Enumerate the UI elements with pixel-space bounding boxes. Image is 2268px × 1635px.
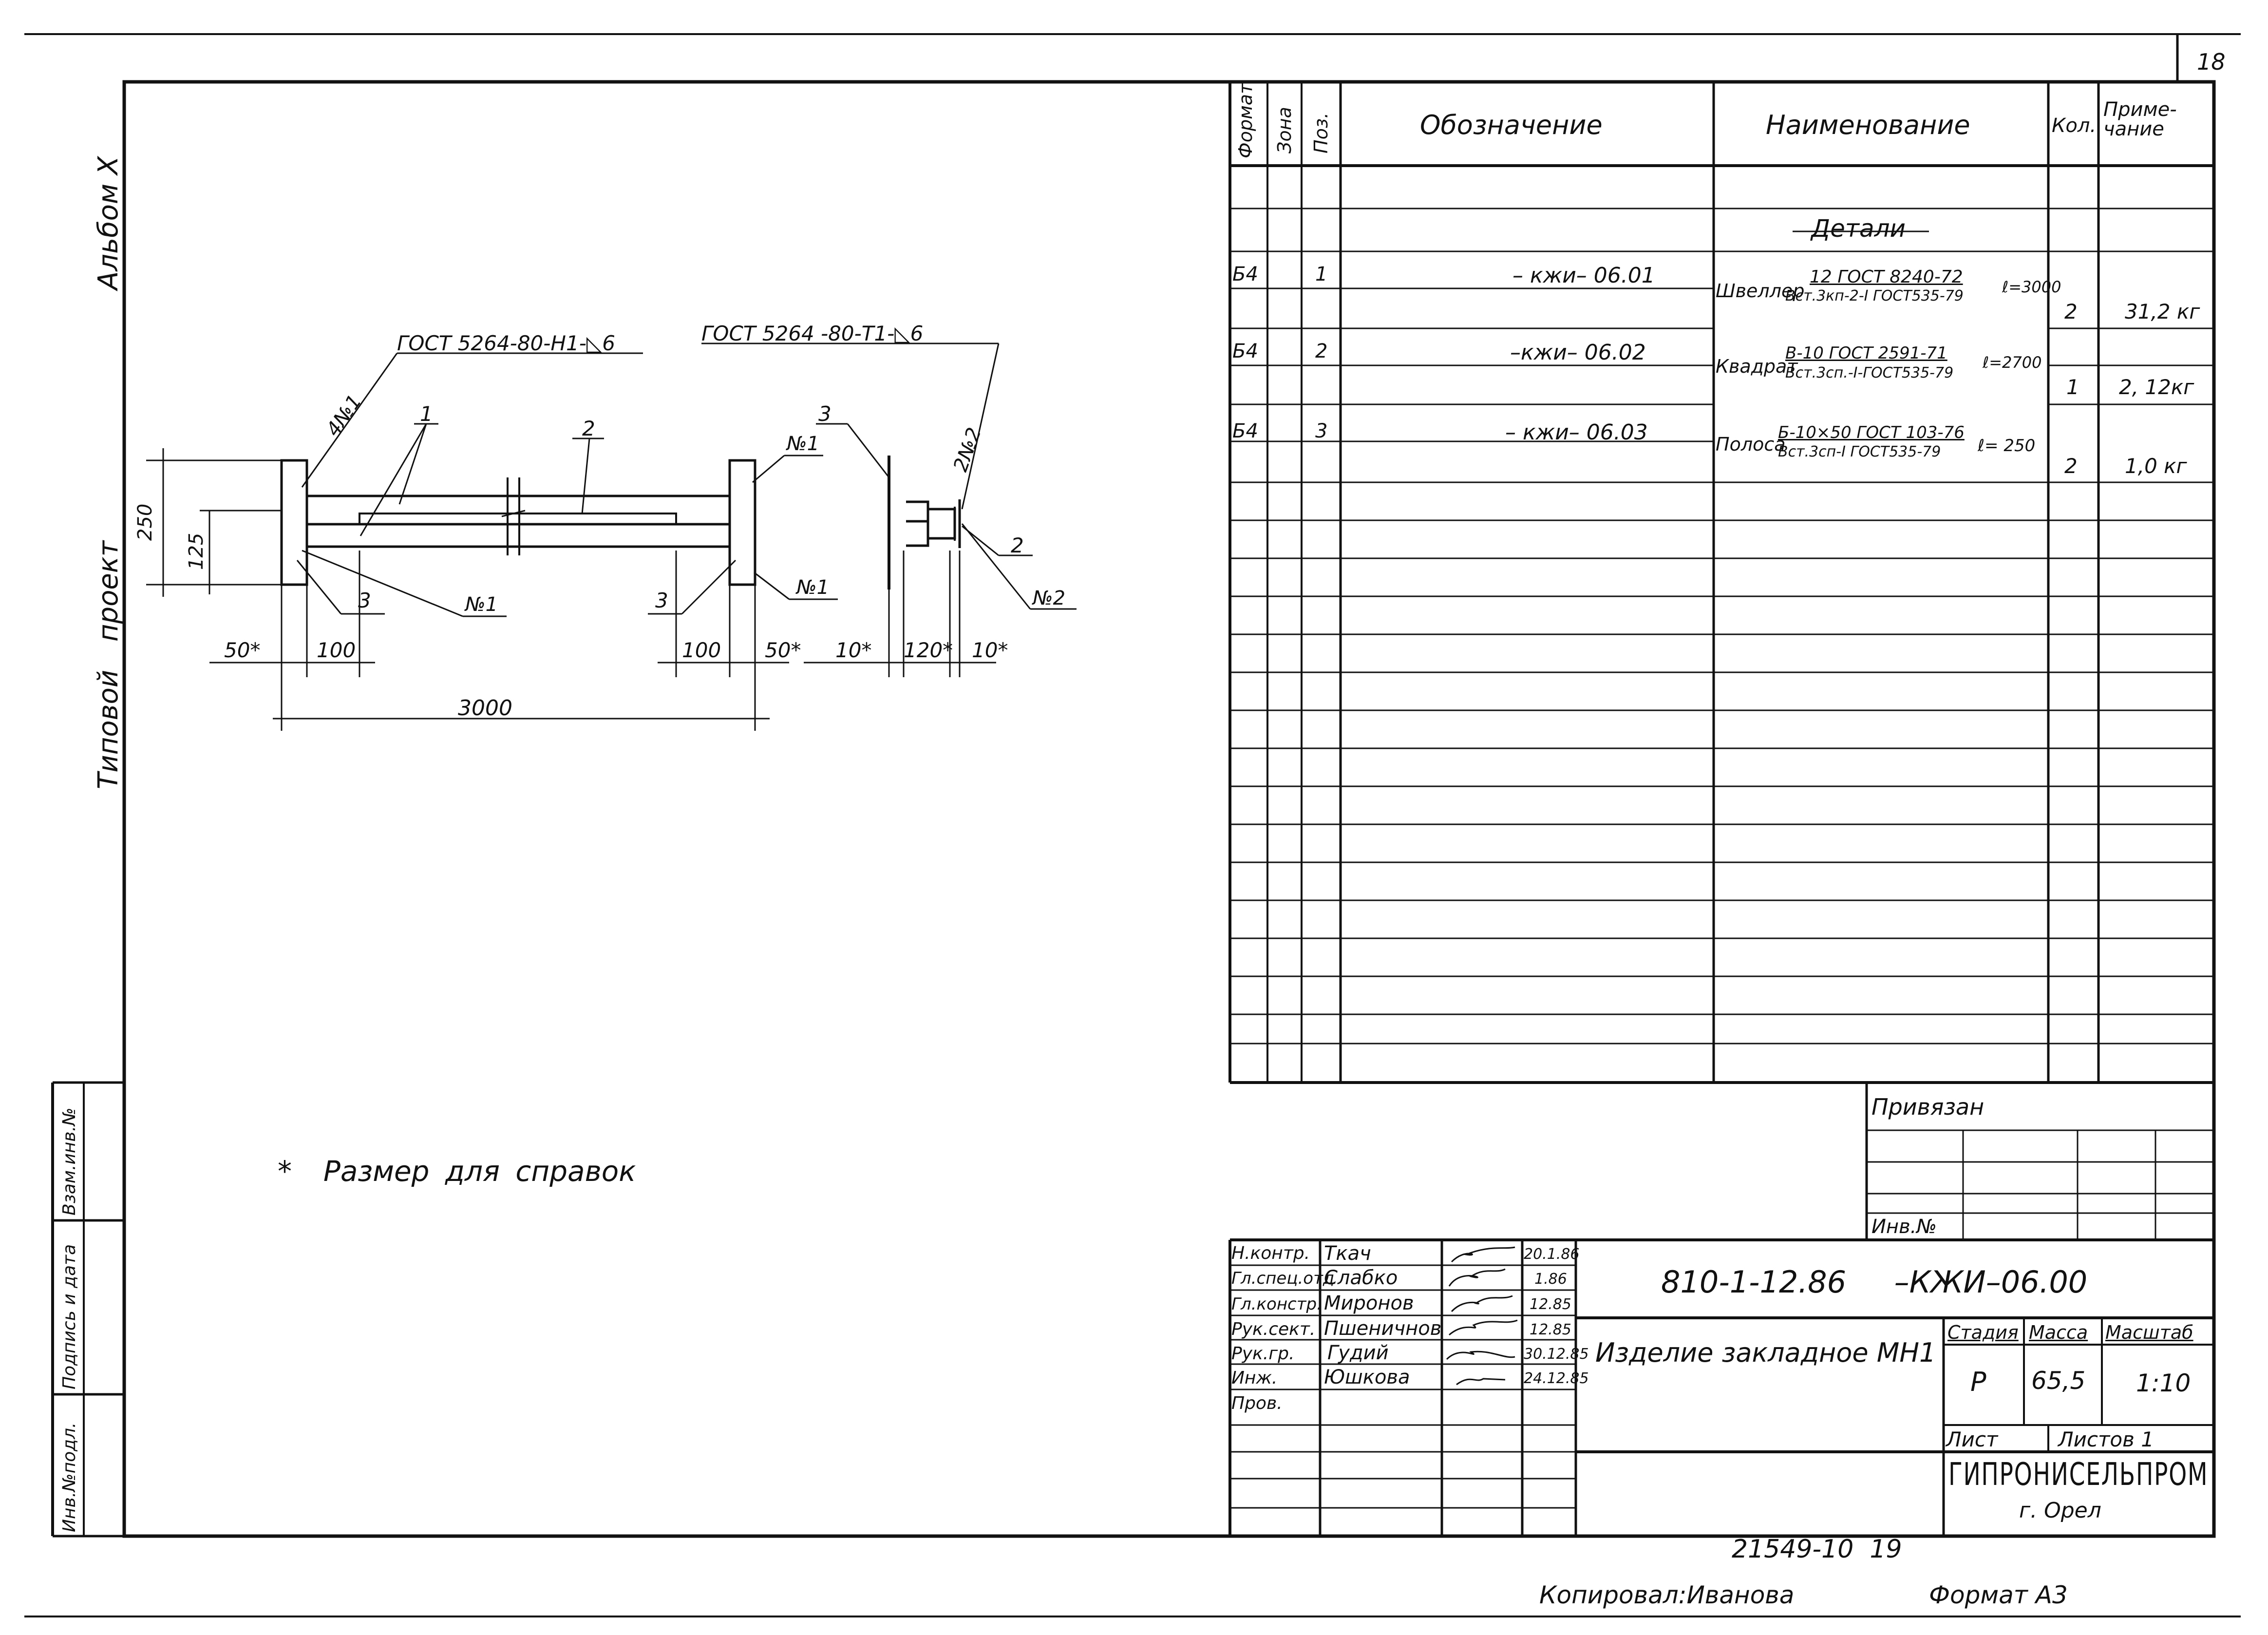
signer-1-date: 20.1.86 — [1524, 1246, 1580, 1263]
row2-pos: 2 — [1315, 340, 1328, 362]
row1-note: 31,2 кг — [2125, 300, 2200, 323]
signer-3-name: Миронов — [1324, 1292, 1414, 1314]
privyazan-inv: Инв.№ — [1871, 1216, 1937, 1238]
organization-city: г. Орел — [2019, 1498, 2101, 1523]
mass-value: 65,5 — [2031, 1367, 2086, 1395]
node-label-left: №1 — [465, 593, 498, 616]
signer-4-role: Рук.сект. — [1231, 1319, 1316, 1339]
pos-label-2-section: 2 — [1011, 533, 1024, 557]
row3-format: Б4 — [1232, 420, 1258, 442]
scale-label: Масштаб — [2105, 1322, 2193, 1343]
signer-2-name: Слабко — [1324, 1267, 1398, 1289]
stage-value: Р — [1970, 1367, 1986, 1397]
dim-120: 120* — [904, 638, 953, 662]
signer-6-name: Юшкова — [1324, 1366, 1410, 1388]
copied-by: Копировал:Иванова — [1539, 1581, 1795, 1609]
reference-note: * Размер для справок — [278, 1155, 636, 1188]
row2-name-bottom: Вст.3сп.-I-ГОСТ535-79 — [1785, 364, 1954, 381]
row1-name-prefix: Швеллер — [1716, 280, 1805, 302]
row1-qty: 2 — [2064, 300, 2078, 323]
row3-pos: 3 — [1315, 420, 1328, 442]
col-header-designation: Обозначение — [1420, 110, 1603, 140]
dim-10-right: 10* — [972, 638, 1008, 662]
node-label-right: №1 — [796, 576, 830, 599]
col-header-name: Наименование — [1766, 110, 1970, 140]
sheet-label: Лист — [1946, 1427, 1998, 1451]
page-number: 18 — [2197, 49, 2226, 75]
pos-label-2: 2 — [582, 417, 595, 440]
dim-50-left: 50* — [224, 638, 261, 662]
col-header-qty: Кол. — [2052, 114, 2097, 137]
row1-name-top: 12 ГОСТ 8240-72 — [1810, 267, 1963, 287]
row2-name-top: В-10 ГОСТ 2591-71 — [1785, 343, 1947, 363]
dim-50-right: 50* — [765, 638, 801, 662]
row1-name-bottom: Вст.3кп-2-I ГОСТ535-79 — [1785, 287, 1964, 304]
dim-100-left: 100 — [317, 638, 356, 662]
stage-label: Стадия — [1947, 1322, 2019, 1343]
document-code: 810-1-12.86 –КЖИ–06.00 — [1661, 1264, 2088, 1300]
row1-pos: 1 — [1315, 263, 1328, 285]
col-header-note: Приме-чание — [2103, 98, 2177, 140]
organization-name: ГИПРОНИСЕЛЬПРОМ — [1948, 1457, 2209, 1493]
signer-5-role: Рук.гр. — [1231, 1344, 1295, 1364]
signer-4-date: 12.85 — [1530, 1321, 1571, 1338]
dim-10-left: 10* — [835, 638, 872, 662]
item-name: Изделие закладное МН1 — [1595, 1337, 1936, 1368]
row2-name-prefix: Квадрат — [1716, 356, 1798, 377]
weld-label-right: ГОСТ 5264 -80-Т1-◺6 — [701, 322, 924, 345]
footer-number: 21549-10 19 — [1732, 1535, 1902, 1564]
node-label-top-right: №1 — [787, 433, 820, 455]
row3-name-suffix: ℓ= 250 — [1978, 436, 2036, 456]
row3-name-bottom: Вст.3сп-I ГОСТ535-79 — [1778, 443, 1941, 460]
pos-label-1: 1 — [420, 402, 433, 426]
row1-format: Б4 — [1232, 263, 1258, 285]
assembly-drawing — [146, 342, 1077, 731]
pos-label-3-section: 3 — [818, 402, 832, 426]
pos-label-3-left: 3 — [358, 589, 371, 612]
signer-5-date: 30.12.85 — [1524, 1346, 1589, 1363]
signer-1-name: Ткач — [1324, 1242, 1371, 1265]
signer-4-name: Пшеничнов — [1324, 1317, 1442, 1340]
row3-note: 1,0 кг — [2125, 454, 2187, 478]
pos-label-3-right: 3 — [655, 589, 668, 612]
weld-label-left: ГОСТ 5264-80-Н1-◺6 — [397, 331, 615, 355]
format-label: Формат А3 — [1929, 1581, 2068, 1609]
row2-designation: –кжи– 06.02 — [1510, 340, 1646, 365]
signer-3-date: 12.85 — [1530, 1296, 1571, 1313]
node-label-section: №2 — [1033, 587, 1066, 609]
row1-designation: – кжи– 06.01 — [1512, 263, 1655, 288]
row3-name-top: Б-10×50 ГОСТ 103-76 — [1778, 423, 1965, 442]
signer-2-date: 1.86 — [1534, 1271, 1567, 1288]
row2-name-suffix: ℓ=2700 — [1983, 353, 2042, 372]
signer-5-name: Гудий — [1327, 1342, 1389, 1364]
row2-format: Б4 — [1232, 340, 1258, 362]
row2-note: 2, 12кг — [2119, 375, 2194, 399]
section-details: Детали — [1811, 214, 1906, 243]
signer-6-date: 24.12.85 — [1524, 1370, 1589, 1387]
privyazan-label: Привязан — [1871, 1094, 1984, 1120]
dim-100-right: 100 — [682, 638, 721, 662]
row3-name-prefix: Полоса — [1716, 434, 1786, 455]
sheets-label: Листов 1 — [2058, 1427, 2154, 1451]
dim-3000: 3000 — [458, 696, 512, 721]
row2-qty: 1 — [2066, 375, 2079, 399]
signer-7-role: Пров. — [1231, 1393, 1283, 1413]
scale-value: 1:10 — [2136, 1369, 2191, 1397]
row3-designation: – кжи– 06.03 — [1505, 420, 1648, 445]
signer-1-role: Н.контр. — [1231, 1243, 1310, 1263]
mass-label: Масса — [2029, 1322, 2088, 1343]
row1-name-suffix: ℓ=3000 — [2002, 278, 2061, 296]
signer-3-role: Гл.констр. — [1231, 1294, 1322, 1314]
signer-2-role: Гл.спец.отд — [1231, 1269, 1335, 1288]
signer-6-role: Инж. — [1231, 1368, 1278, 1388]
row3-qty: 2 — [2064, 454, 2078, 478]
